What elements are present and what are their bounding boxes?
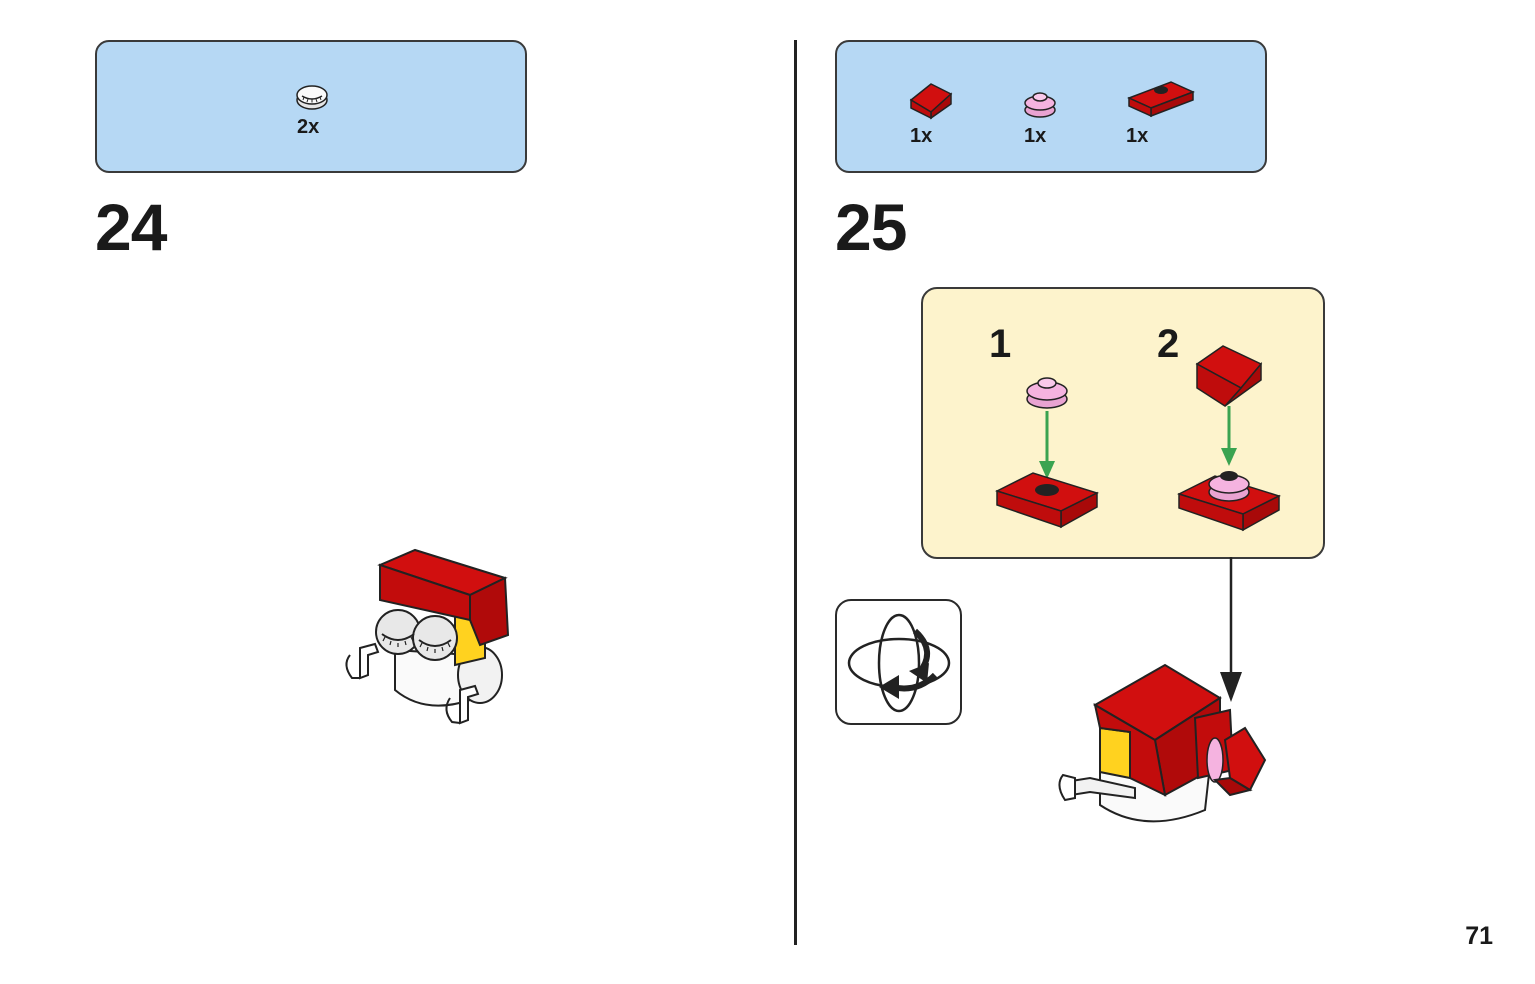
step-24-parts-callout: 2x — [95, 40, 527, 173]
sub-step-number-2: 2 — [1157, 322, 1180, 366]
step-25-parts-callout: 1x 1x 1x — [835, 40, 1267, 173]
step-number-25: 25 — [835, 190, 907, 264]
sub-step-2-illustration — [1175, 344, 1285, 544]
step-25-assembly-illustration — [1055, 660, 1275, 835]
red-jumper-plate-icon — [1125, 76, 1197, 120]
sub-step-number-1: 1 — [989, 322, 1012, 366]
page-divider — [794, 40, 797, 945]
red-slope-brick-icon — [907, 80, 957, 120]
pink-round-plate-icon — [1023, 88, 1057, 120]
part-quantity: 1x — [1024, 125, 1047, 147]
step-number-24: 24 — [95, 190, 167, 264]
sub-step-1-illustration — [993, 369, 1103, 539]
part-quantity: 1x — [910, 125, 933, 147]
white-eye-tile-icon — [295, 82, 329, 112]
sub-assembly-box: 1 2 — [921, 287, 1325, 559]
attach-arrow — [1218, 557, 1244, 707]
rotate-model-icon — [835, 599, 962, 725]
page-number: 71 — [1465, 922, 1493, 950]
part-quantity: 1x — [1126, 125, 1149, 147]
step-24-assembly-illustration — [330, 540, 530, 735]
part-quantity: 2x — [297, 116, 320, 138]
